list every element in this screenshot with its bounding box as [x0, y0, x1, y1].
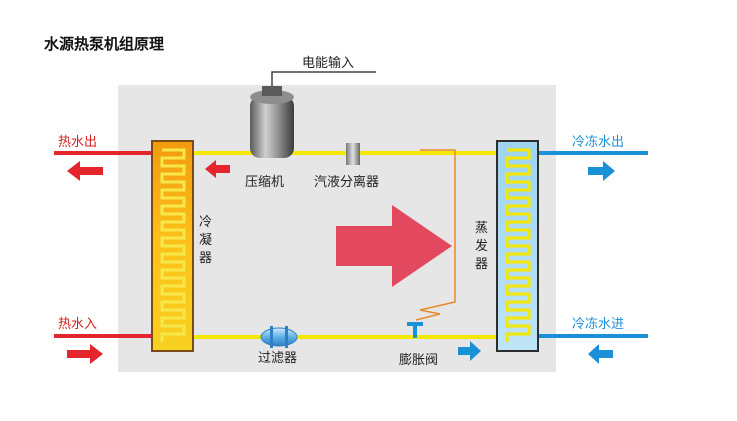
- expansion-valve-label: 膨胀阀: [399, 353, 438, 368]
- hot-water-in-label: 热水入: [58, 317, 97, 332]
- hot-water-out-label: 热水出: [58, 135, 97, 150]
- hot-in-arrow-left: [67, 344, 103, 364]
- chilled-water-in-label: 冷冻水进: [572, 316, 624, 332]
- refrigerant-flow-arrow: [458, 341, 481, 361]
- condenser-label-3: 器: [199, 251, 212, 266]
- condenser-label-2: 凝: [199, 232, 212, 248]
- condenser-label-1: 冷: [199, 215, 212, 230]
- separator-label: 汽液分离器: [314, 174, 379, 190]
- chilled-in-arrow: [588, 344, 613, 364]
- diagram-title: 水源热泵机组原理: [44, 35, 165, 53]
- evaporator-label-2: 发: [475, 238, 488, 254]
- expansion-capillary: [415, 149, 456, 321]
- flow-direction-arrow: [336, 205, 452, 287]
- compressor-label: 压缩机: [245, 174, 284, 190]
- gas-liquid-separator: [346, 143, 360, 165]
- evaporator: [496, 140, 539, 352]
- hot-out-arrow-left: [67, 161, 103, 181]
- filter-label: 过滤器: [258, 351, 297, 366]
- condenser: [151, 140, 194, 352]
- evaporator-label-1: 蒸: [475, 221, 488, 236]
- evaporator-label-3: 器: [475, 257, 488, 272]
- chilled-out-arrow: [588, 161, 615, 181]
- filter: [260, 326, 298, 348]
- power-input-label: 电能输入: [302, 55, 354, 71]
- compressor: [250, 86, 294, 158]
- hot-out-arrow-inside: [205, 160, 230, 178]
- expansion-valve: [407, 322, 423, 338]
- chilled-water-out-label: 冷冻水出: [572, 134, 624, 150]
